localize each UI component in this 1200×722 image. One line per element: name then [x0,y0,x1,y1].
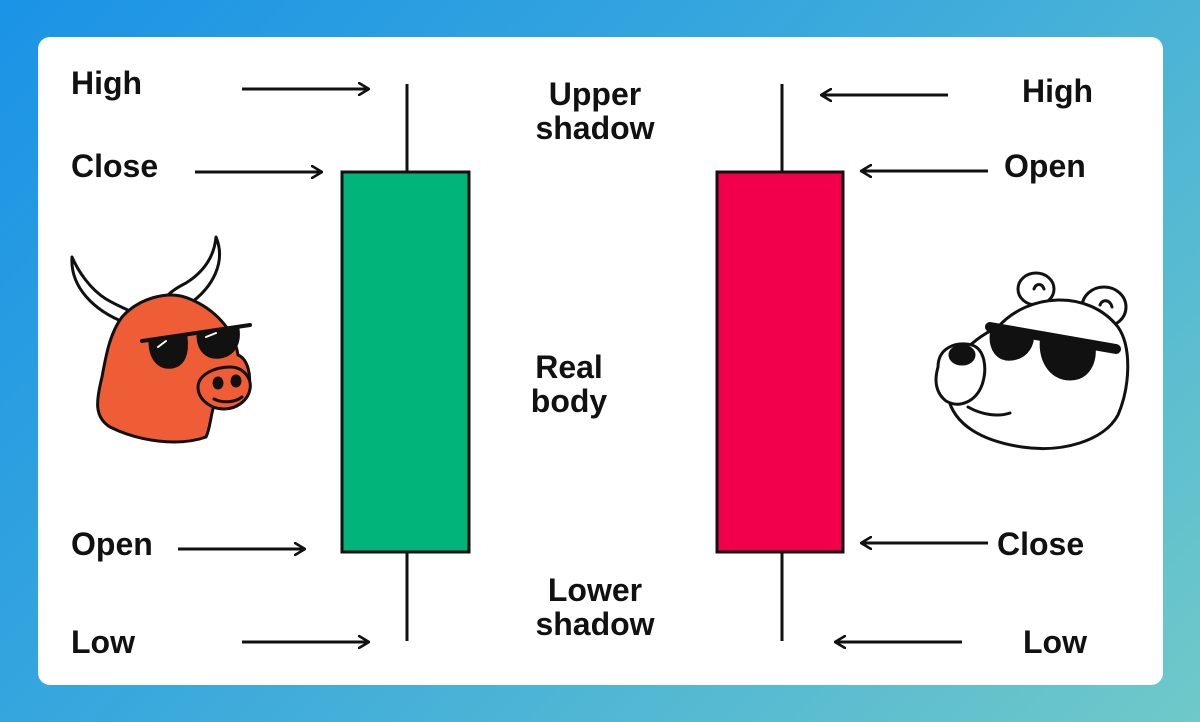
bull-high-label: High [71,65,143,101]
bear-open-label: Open [1004,148,1086,184]
polar-bear-mascot-icon [934,271,1130,451]
bear-low-label: Low [1023,624,1087,660]
lower-shadow-line1: Lower [547,572,643,608]
real-body-label: Real body [469,350,669,418]
bull-candle-body [340,170,471,554]
lower-shadow-label: Lower shadow [495,573,695,641]
upper-shadow-line2: shadow [535,110,655,146]
bull-close-label: Close [71,148,159,184]
bear-close-label: Close [997,526,1085,562]
bull-low-label: Low [71,624,135,660]
real-body-line2: body [530,383,608,419]
upper-shadow-label: Upper shadow [495,77,695,145]
bull-mascot-icon [70,235,252,444]
upper-shadow-line1: Upper [548,76,642,112]
diagram-card: High Close Open Low High Open Close Low … [38,37,1163,685]
real-body-line1: Real [535,349,603,385]
bear-high-label: High [1022,73,1094,109]
bull-open-label: Open [71,526,153,562]
lower-shadow-line2: shadow [535,606,655,642]
bear-candle-body [715,170,845,554]
candlestick-diagram [70,37,1130,685]
